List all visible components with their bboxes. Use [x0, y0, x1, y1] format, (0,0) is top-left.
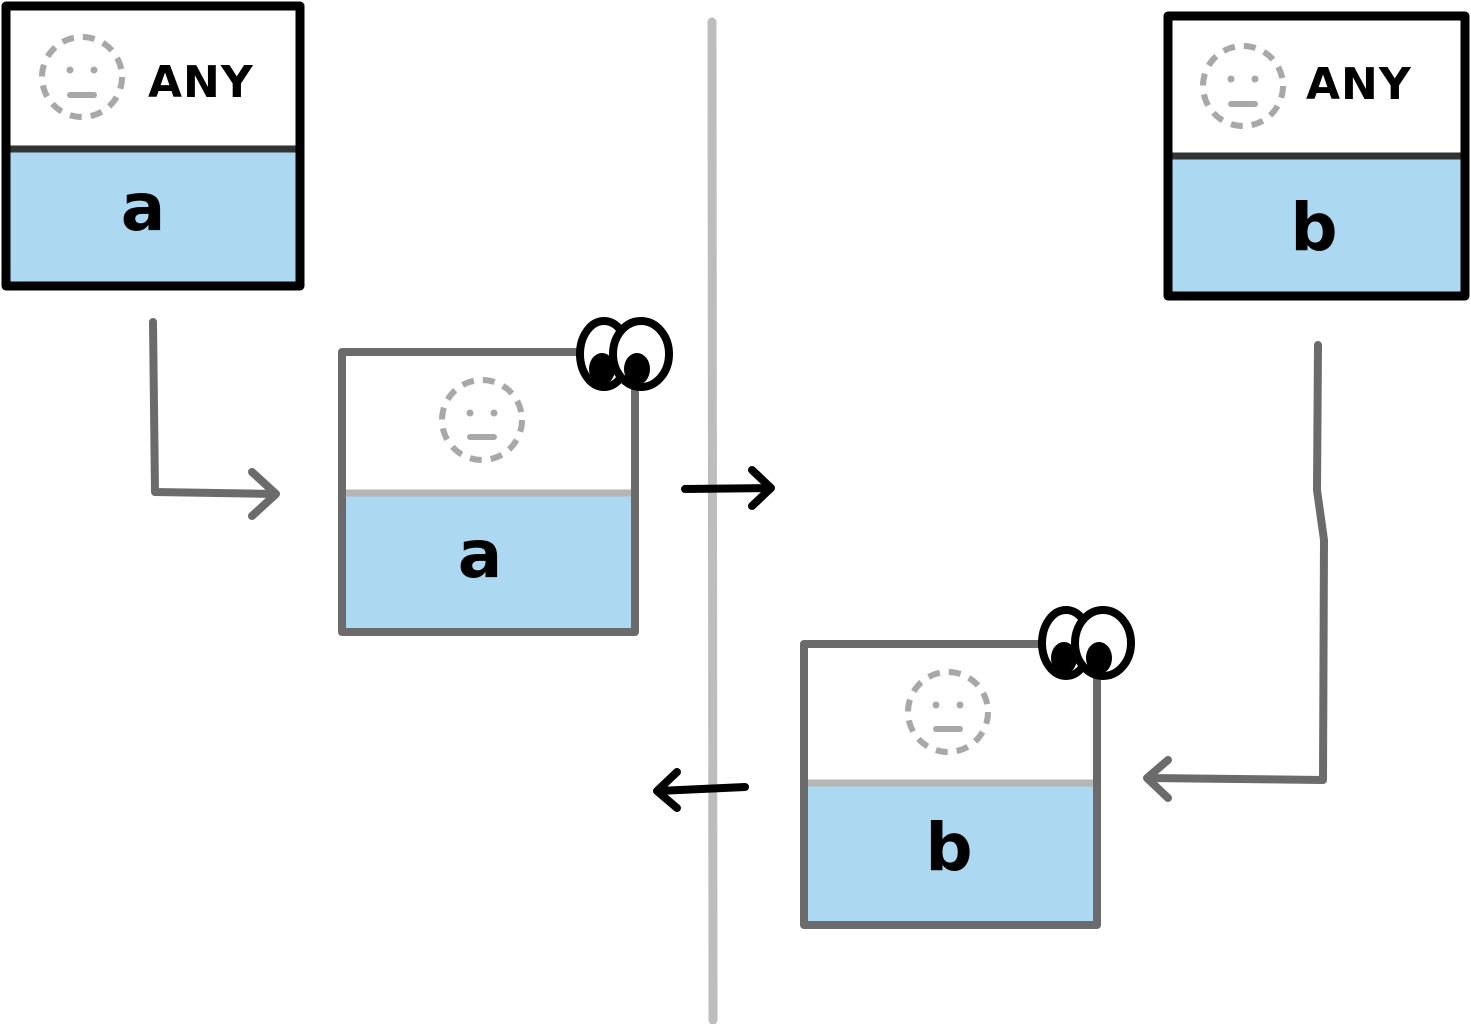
left-source-value: a: [121, 169, 166, 246]
right-copy-value-area: [804, 783, 1097, 925]
left-source-tag: ANY: [148, 57, 254, 108]
right-source-value-area: [1168, 156, 1465, 296]
left-copy-box: a: [338, 317, 673, 636]
right-copy-connector: [1143, 341, 1328, 802]
left-copy-value-area: [342, 493, 635, 632]
arrow-right-icon: [681, 466, 775, 510]
dotted-face-icon: [1200, 43, 1286, 129]
left-source-box: ANY a: [1, 1, 305, 291]
left-copy-value: a: [458, 516, 503, 593]
right-source-tag: ANY: [1306, 59, 1412, 110]
right-copy-value: b: [925, 809, 972, 886]
left-source-value-area: [6, 149, 300, 286]
arrow-left-icon: [653, 768, 749, 812]
right-source-box: ANY b: [1163, 11, 1470, 301]
dotted-face-icon: [439, 377, 525, 463]
eyes-icon: [1038, 606, 1135, 680]
right-source-value: b: [1290, 189, 1337, 266]
right-copy-box: b: [800, 606, 1135, 929]
eyes-icon: [576, 317, 673, 391]
dotted-face-icon: [905, 669, 991, 755]
center-divider: [707, 17, 718, 1024]
dotted-face-icon: [39, 34, 125, 120]
left-copy-connector: [149, 318, 280, 520]
